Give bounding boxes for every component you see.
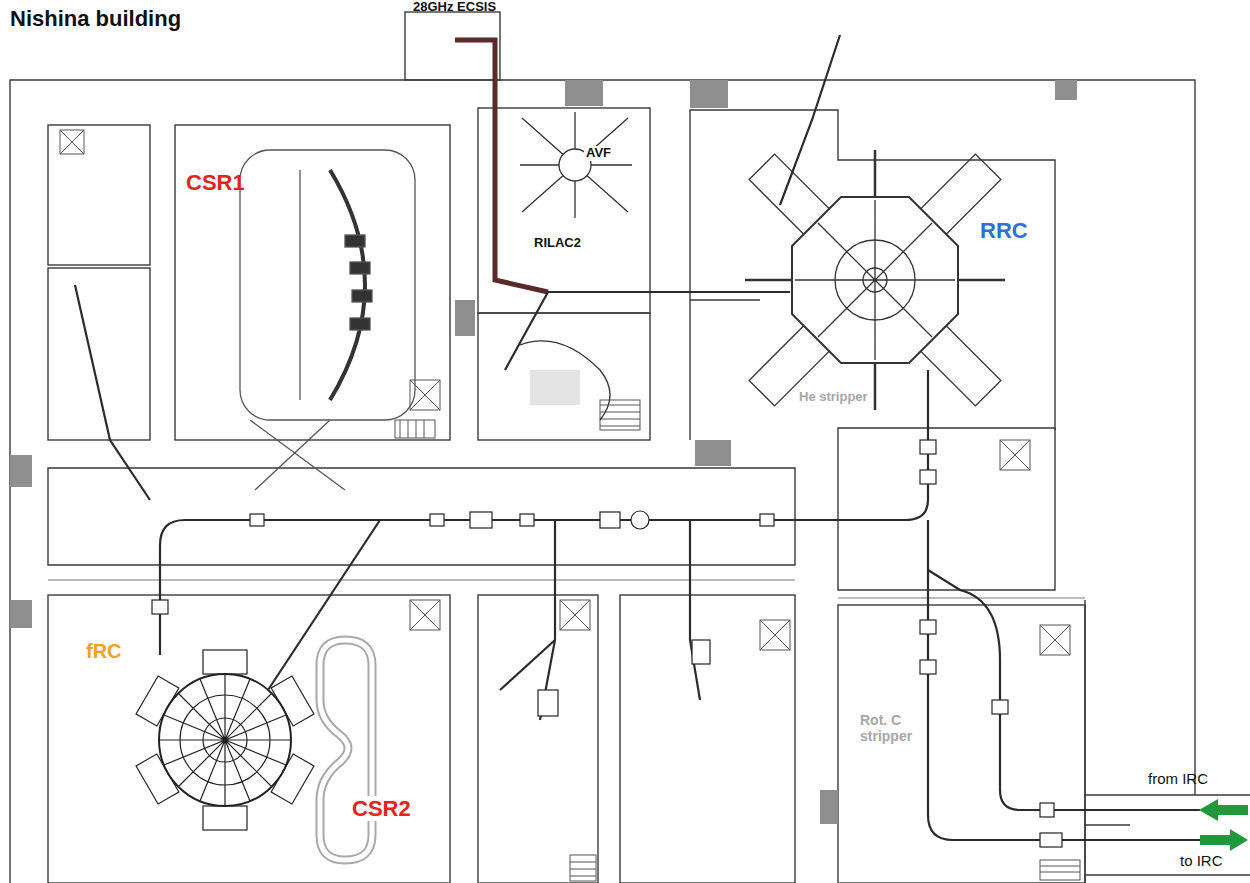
ring-label: CSR2 xyxy=(350,796,413,821)
csr1-ring xyxy=(240,150,415,490)
direction-label: to IRC xyxy=(1180,852,1223,869)
stripper-label: He stripper xyxy=(797,390,870,405)
beam-elements xyxy=(152,440,1062,847)
stripper-label: Rot. C stripper xyxy=(858,712,924,744)
direction-label: from IRC xyxy=(1148,770,1208,787)
beam-lines xyxy=(75,35,1200,840)
source-label: 28GHz ECSIS xyxy=(413,0,496,15)
frc-cyclotron xyxy=(136,650,314,830)
csr2-ring xyxy=(320,640,372,860)
accelerator-label: AVF xyxy=(584,146,613,161)
rrc-cyclotron xyxy=(745,150,1005,410)
accelerator-label: RILAC2 xyxy=(532,236,583,251)
ring-label: CSR1 xyxy=(186,170,245,195)
cyclotron-label: fRC xyxy=(86,640,122,663)
pillars xyxy=(10,80,1077,824)
irc-arrows xyxy=(1199,799,1248,851)
building-walls xyxy=(10,12,1250,883)
cyclotron-label: RRC xyxy=(980,218,1028,243)
plan-title: Nishina building xyxy=(10,6,181,31)
avf-rilac2 xyxy=(520,112,632,420)
